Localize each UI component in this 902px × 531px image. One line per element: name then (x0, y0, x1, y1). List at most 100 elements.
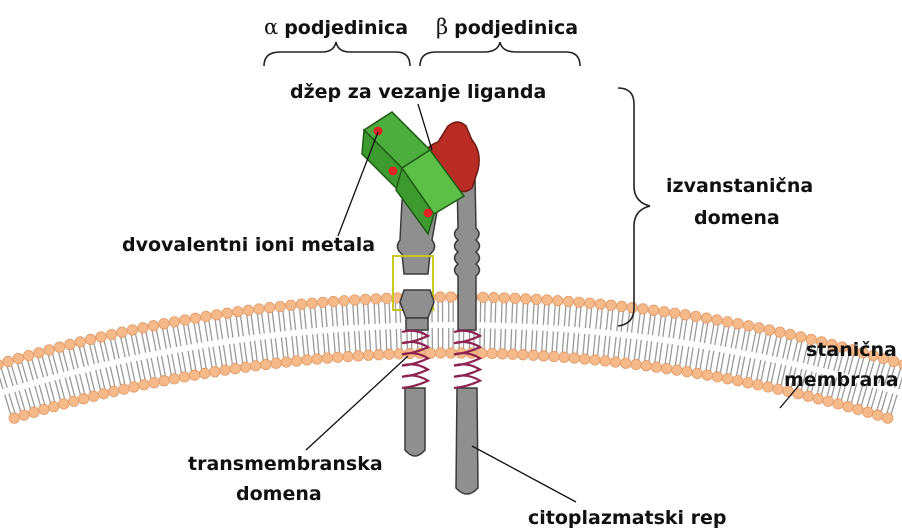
lipid-head (641, 361, 651, 371)
lipid-head (59, 399, 69, 409)
lipid-head (29, 407, 39, 417)
lipid-head (606, 300, 616, 310)
lipid-head (332, 352, 342, 362)
lipid-head (360, 294, 370, 304)
lipid-head (296, 299, 306, 309)
alpha-subunit (393, 199, 438, 456)
lipid-head (339, 295, 349, 305)
lipid-head (54, 342, 64, 352)
transmembrane-leader (306, 356, 408, 450)
lipid-head (669, 308, 679, 318)
lipid-head (34, 347, 44, 357)
metal-ions-label: dvovalentni ioni metala (122, 234, 375, 256)
lipid-head (627, 302, 637, 312)
lipid-head (220, 365, 230, 375)
lipid-head (312, 354, 322, 364)
lipid-head (518, 350, 528, 360)
lipid-head (139, 380, 149, 390)
lipid-head (631, 359, 641, 369)
lipid-head (49, 401, 59, 411)
lipid-head (138, 323, 148, 333)
lipid-head (753, 380, 763, 390)
lipid-head (488, 292, 498, 302)
lipid-head (328, 296, 338, 306)
lipid-head (510, 293, 520, 303)
lipid-head (785, 329, 795, 339)
lipid-head (23, 350, 33, 360)
lipid-head (873, 410, 883, 420)
lipid-head (250, 361, 260, 371)
lipid-head (353, 351, 363, 361)
lipid-head (672, 365, 682, 375)
lipid-head (233, 307, 243, 317)
lipid-head (743, 321, 753, 331)
lipid-head (435, 292, 445, 302)
lipid-head (243, 305, 253, 315)
lipid-head (384, 349, 394, 359)
lipid-head (129, 382, 139, 392)
transmembrane-helices (402, 331, 480, 388)
lipid-head (702, 370, 712, 380)
cell-membrane-label-line2: membrana (784, 369, 899, 391)
lipid-head (374, 350, 384, 360)
transmembrane-domain-label-line2: domena (236, 483, 322, 505)
lipid-head (281, 357, 291, 367)
lipid-head (169, 374, 179, 384)
lipid-head (882, 413, 892, 423)
lipid-head (78, 394, 88, 404)
lipid-head (19, 410, 29, 420)
lipid-head (621, 358, 631, 368)
lipid-head (179, 372, 189, 382)
lipid-head (796, 332, 806, 342)
lipid-head (109, 386, 119, 396)
lipid-head (382, 293, 392, 303)
lipid-head (763, 382, 773, 392)
lipid-head (169, 317, 179, 327)
lipid-head (610, 357, 620, 367)
alpha-leg-stalk (406, 318, 428, 330)
lipid-head (648, 305, 658, 315)
lipid-head (98, 389, 108, 399)
lipid-head (286, 300, 296, 310)
lipid-head (580, 354, 590, 364)
lipid-head (863, 407, 873, 417)
extracellular-domain-brace (618, 88, 650, 326)
lipid-head (651, 362, 661, 372)
lipid-head (803, 391, 813, 401)
metal-ion (389, 167, 398, 176)
lipid-head (180, 315, 190, 325)
lipid-head (88, 391, 98, 401)
lipid-head (127, 325, 137, 335)
cytoplasmic-tail-leader (472, 446, 576, 502)
lipid-head (211, 310, 221, 320)
lipid-head (722, 317, 732, 327)
lipid-head (499, 293, 509, 303)
lipid-head (743, 378, 753, 388)
lipid-head (189, 370, 199, 380)
lipid-head (201, 311, 211, 321)
lipid-head (65, 339, 75, 349)
lipid-head (691, 311, 701, 321)
beta-stalk (455, 178, 480, 330)
lipid-head (446, 348, 456, 358)
lipid-head (487, 348, 497, 358)
alpha-transmembrane-helix (402, 331, 428, 388)
lipid-head (833, 399, 843, 409)
lipid-head (264, 302, 274, 312)
cytoplasmic-tail-label: citoplazmatski rep (528, 507, 727, 529)
lipid-head (538, 351, 548, 361)
lipid-head (44, 345, 54, 355)
metal-ion (424, 209, 433, 218)
lipid-head (569, 353, 579, 363)
lipid-head (549, 351, 559, 361)
lipid-head (775, 327, 785, 337)
metal-ions-leader (338, 132, 378, 236)
alpha-subunit-label: αpodjedinica (264, 15, 408, 39)
lipid-head (13, 353, 23, 363)
lipid-head (531, 294, 541, 304)
lipid-head (68, 396, 78, 406)
lipid-head (291, 356, 301, 366)
lipid-head (435, 348, 445, 358)
lipid-head (478, 292, 488, 302)
lipid-head (508, 349, 518, 359)
